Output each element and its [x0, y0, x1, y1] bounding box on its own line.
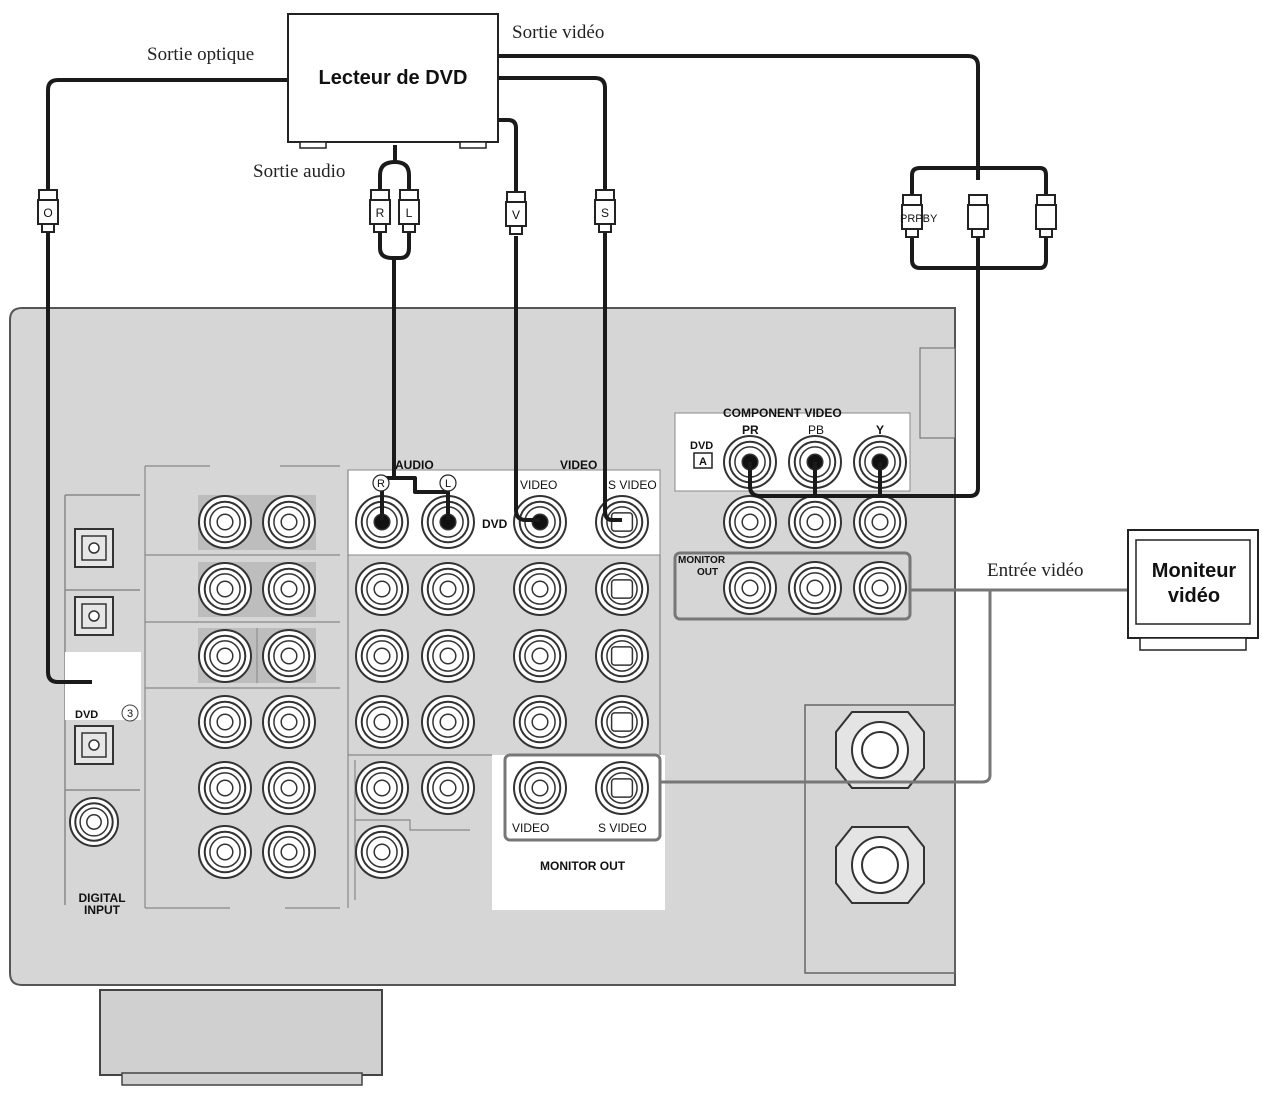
- video-in-label: Entrée vidéo: [987, 560, 1084, 581]
- svideo-jack-0: [595, 562, 649, 616]
- monitor-out-group: [503, 753, 662, 842]
- audio-header: AUDIO: [395, 458, 434, 472]
- component-jack-0: [723, 495, 777, 549]
- optical-out-label: Sortie optique: [147, 44, 254, 65]
- input-jack-0-1: [262, 495, 316, 549]
- aux-jack-2: [421, 761, 475, 815]
- audio-l-jack-0: [421, 562, 475, 616]
- video-jack-1: [513, 629, 567, 683]
- digital-dvd-label: DVD: [75, 709, 98, 721]
- audio-r-jack-2: [355, 695, 409, 749]
- component-monitor-jack-2: [853, 561, 907, 615]
- monitor-cable: [660, 588, 1128, 784]
- aux-jack-3: [355, 825, 409, 879]
- component-pb-plug: [967, 194, 989, 238]
- monitor-label-line1: Moniteur: [1152, 560, 1237, 582]
- monitor-out-small-1: MONITOR: [678, 555, 726, 566]
- component-monitor-jack-1: [788, 561, 842, 615]
- component-dvd-label: DVD: [690, 440, 713, 452]
- input-jack-3-1: [262, 695, 316, 749]
- dvd-audio-l-jack: [421, 495, 475, 549]
- monitor-out-box-label: MONITOR OUT: [540, 859, 626, 873]
- component-jack-1: [788, 495, 842, 549]
- input-jack-5-0: [198, 825, 252, 879]
- audio-l-label: L: [445, 478, 451, 490]
- video-jack-0: [513, 562, 567, 616]
- optical-plug-label: O: [43, 206, 52, 220]
- speaker-terminal-1: [835, 826, 925, 904]
- video-header: VIDEO: [560, 458, 597, 472]
- video-out-label: Sortie vidéo: [512, 22, 604, 43]
- video-plug: V: [505, 191, 527, 235]
- video-monitor: Moniteur vidéo: [1127, 529, 1259, 651]
- optical-plug: O: [37, 189, 59, 233]
- digital-input-label-1: DIGITAL: [78, 891, 125, 905]
- optical-jack-1: [74, 596, 114, 636]
- component-pb-label: PB: [808, 423, 824, 437]
- input-jack-4-0: [198, 761, 252, 815]
- cable-plugs: O R L V S PRPBY: [37, 189, 1057, 238]
- component-pr-plug: [901, 194, 923, 238]
- component-pr-label: PR: [742, 423, 759, 437]
- video-jack-label: VIDEO: [520, 478, 557, 492]
- audio-r-jack-0: [355, 562, 409, 616]
- aux-jack-1: [355, 761, 409, 815]
- audio-l-jack-2: [421, 695, 475, 749]
- audio-out-label: Sortie audio: [253, 161, 345, 182]
- digital-input-label-2: INPUT: [84, 903, 121, 917]
- component-y-plug: [1035, 194, 1057, 238]
- component-header: COMPONENT VIDEO: [723, 406, 842, 420]
- input-jack-4-1: [262, 761, 316, 815]
- audio-left-plug-label: L: [406, 206, 413, 220]
- audio-l-jack-1: [421, 629, 475, 683]
- monitor-label-line2: vidéo: [1168, 585, 1220, 607]
- monitor-out-video-jack: [513, 761, 567, 815]
- dvd-player-label: Lecteur de DVD: [319, 67, 468, 89]
- optical-jack-0: [74, 528, 114, 568]
- input-jack-5-1: [262, 825, 316, 879]
- speaker-terminal-0: [835, 711, 925, 789]
- component-jack-2: [853, 495, 907, 549]
- receiver-labels: AUDIO VIDEO VIDEO S VIDEO DVD COMPONENT …: [75, 406, 884, 917]
- component-y-label: Y: [876, 423, 884, 437]
- monitor-video-label: VIDEO: [512, 821, 549, 835]
- svideo-plug-label: S: [601, 206, 609, 220]
- audio-r-jack-1: [355, 629, 409, 683]
- input-jack-0-0: [198, 495, 252, 549]
- dvd-player: Lecteur de DVD: [287, 13, 499, 149]
- svideo-plug: S: [594, 189, 616, 233]
- panel-dividers: [144, 465, 661, 909]
- monitor-out-svideo-jack: [595, 761, 649, 815]
- component-plug-label: PRPBY: [900, 213, 938, 225]
- audio-r-label: R: [377, 478, 385, 490]
- video-plug-label: V: [512, 208, 520, 222]
- audio-left-plug: L: [398, 189, 420, 233]
- input-jack-1-0: [198, 562, 252, 616]
- audio-right-plug: R: [369, 189, 391, 233]
- input-jack-2-0: [198, 629, 252, 683]
- video-jack-2: [513, 695, 567, 749]
- component-dvd-badge: A: [699, 456, 707, 468]
- cables: [46, 54, 1048, 684]
- optical-cable-top: [46, 78, 290, 190]
- svideo-jack-2: [595, 695, 649, 749]
- monitor-svideo-label: S VIDEO: [598, 821, 647, 835]
- audio-right-plug-label: R: [376, 206, 385, 220]
- dvd-row-label: DVD: [482, 517, 508, 531]
- input-jack-1-1: [262, 562, 316, 616]
- input-jack-3-0: [198, 695, 252, 749]
- component-monitor-jack-0: [723, 561, 777, 615]
- optical-jack-3: [74, 725, 114, 765]
- svideo-jack-1: [595, 629, 649, 683]
- dvd-audio-r-jack: [355, 495, 409, 549]
- monitor-out-component-group: [673, 551, 912, 621]
- coaxial-digital-jack: [69, 797, 119, 847]
- monitor-out-small-2: OUT: [697, 567, 718, 578]
- svideo-jack-label: S VIDEO: [608, 478, 657, 492]
- digital-dvd-number: 3: [127, 708, 133, 720]
- input-jack-2-1: [262, 629, 316, 683]
- optical-cable-bottom: [46, 232, 92, 684]
- receiver-foot: [99, 989, 383, 1076]
